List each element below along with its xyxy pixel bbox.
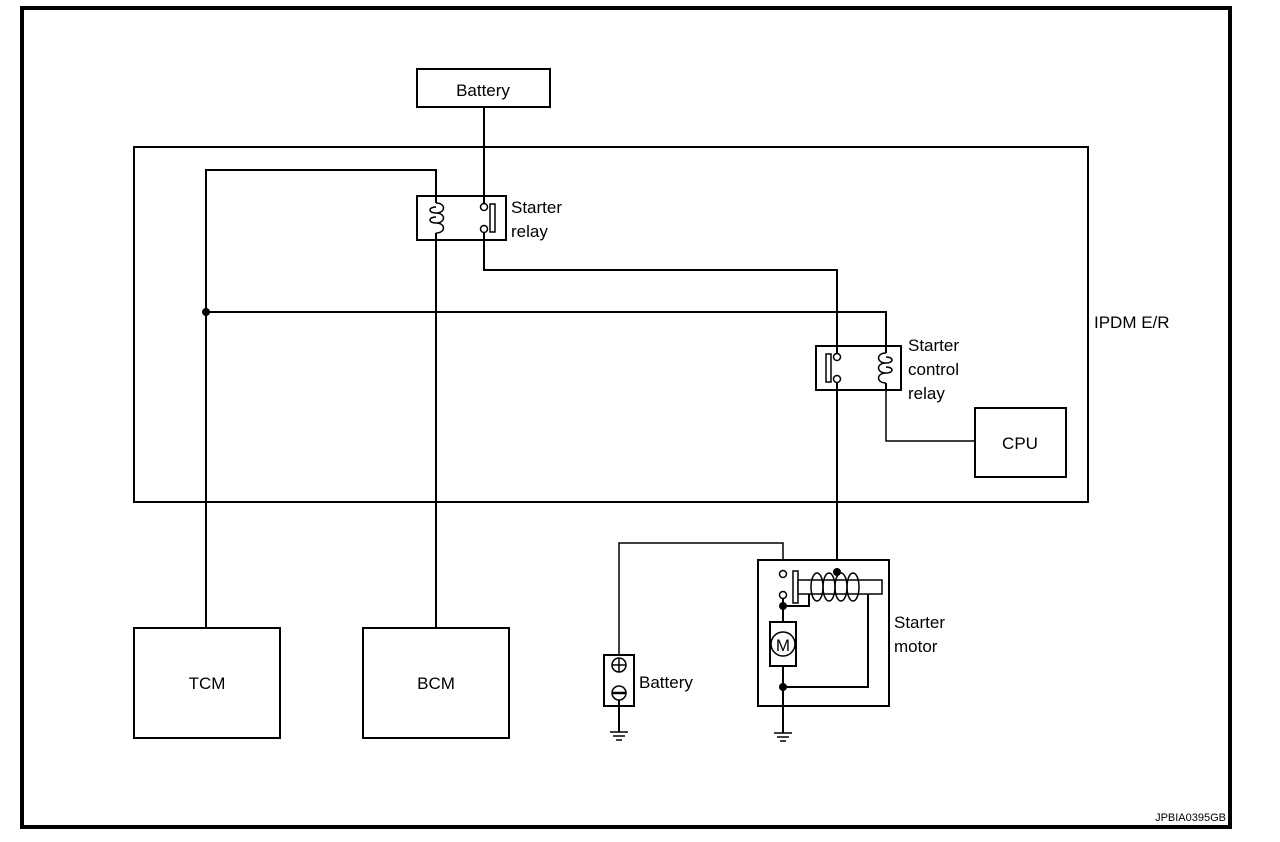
terminal-icon [778,569,788,579]
terminal-icon [778,590,788,600]
wire-battery-to-starter-motor [618,542,784,656]
junction-dot [779,683,787,691]
wires [202,107,975,656]
tcm-box [133,627,281,739]
cpu-box [974,407,1067,478]
positive-terminal-icon [611,657,627,673]
bcm: BCM [362,627,510,739]
starter-relay-label-1: Starter [511,198,562,217]
cpu: CPU [974,407,1067,478]
cpu-label: CPU [1002,434,1038,453]
starter-motor-label-1: Starter [894,613,945,632]
motor-icon: M [769,621,797,667]
battery-bottom: Battery [603,654,693,741]
coil-icon [429,196,445,240]
battery-top: Battery [416,68,551,108]
battery-top-label: Battery [456,81,510,100]
switch-contact-icon [479,196,496,240]
starter-motor: M Starter motor [757,559,945,742]
wire-starter-relay-to-control-relay [483,231,838,353]
solenoid-coil-icon [810,572,860,602]
bcm-label: BCM [417,674,455,693]
ipdm-box [133,146,1089,503]
wire-control-relay-to-cpu [885,384,975,442]
battery-bottom-label: Battery [639,673,693,692]
outer-frame [20,6,1232,829]
coil-icon [877,346,893,390]
ipdm-label: IPDM E/R [1094,313,1170,332]
junction-dot [833,568,841,576]
motor-symbol: M [776,636,790,655]
negative-terminal-icon [611,685,627,701]
wire-coil-to-ground [783,594,869,688]
control-relay-label-2: control [908,360,959,379]
starter-relay: Starter relay [416,195,562,241]
tcm: TCM [133,627,281,739]
wire-tcm-to-starter-relay-coil [205,169,437,628]
ground-icon [774,732,792,742]
switch-contact-icon [825,346,842,390]
plunger-icon [797,579,883,595]
bcm-box [362,627,510,739]
control-relay-label-1: Starter [908,336,959,355]
starter-control-relay: Starter control relay [815,336,959,403]
figure-code: JPBIA0395GB [1155,812,1226,824]
starter-relay-label-2: relay [511,222,548,241]
control-relay-label-3: relay [908,384,945,403]
junction-dot [202,308,210,316]
tcm-label: TCM [189,674,226,693]
ground-icon [610,731,628,741]
starter-motor-label-2: motor [894,637,938,656]
wire-tcm-to-control-relay-coil [206,311,887,352]
